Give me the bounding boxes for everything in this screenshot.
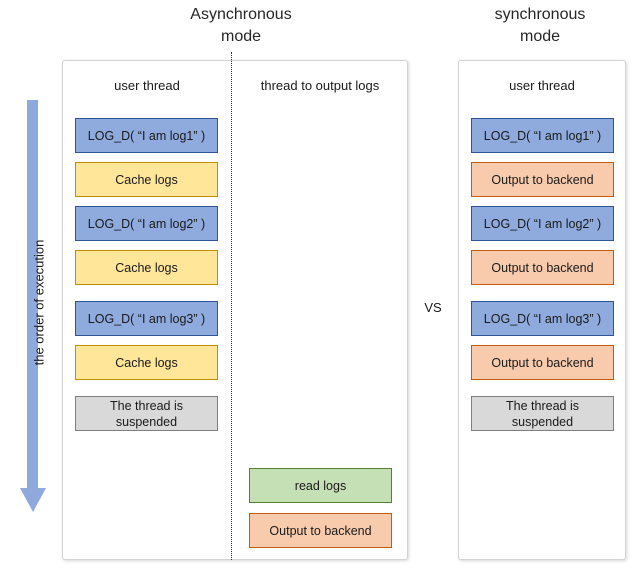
async-mode-title: Asynchronous mode: [190, 6, 292, 45]
sync-step-log2[interactable]: LOG_D( “I am log2” ): [471, 206, 614, 241]
sync-step-thread-suspended[interactable]: The thread is suspended: [471, 396, 614, 431]
async-step-output-to-backend[interactable]: Output to backend: [249, 513, 392, 548]
async-step-log1[interactable]: LOG_D( “I am log1” ): [75, 118, 218, 153]
sync-step-log3[interactable]: LOG_D( “I am log3” ): [471, 301, 614, 336]
sync-step-output-to-backend-2[interactable]: Output to backend: [471, 250, 614, 285]
async-step-log2[interactable]: LOG_D( “I am log2” ): [75, 206, 218, 241]
execution-order-arrow: the order of execution: [16, 100, 50, 514]
async-step-read-logs[interactable]: read logs: [249, 468, 392, 503]
arrow-down-icon: [20, 100, 46, 512]
async-step-cache-logs-1[interactable]: Cache logs: [75, 162, 218, 197]
thread-column-divider: [231, 52, 232, 560]
async-output-thread-header: thread to output logs: [260, 78, 380, 93]
sync-mode-title: synchronous mode: [494, 6, 586, 45]
async-step-cache-logs-2[interactable]: Cache logs: [75, 250, 218, 285]
async-step-log3[interactable]: LOG_D( “I am log3” ): [75, 301, 218, 336]
async-step-thread-suspended[interactable]: The thread is suspended: [75, 396, 218, 431]
sync-step-output-to-backend-1[interactable]: Output to backend: [471, 162, 614, 197]
async-user-thread-header: user thread: [114, 78, 180, 93]
sync-step-output-to-backend-3[interactable]: Output to backend: [471, 345, 614, 380]
versus-label: VS: [424, 300, 442, 315]
async-step-cache-logs-3[interactable]: Cache logs: [75, 345, 218, 380]
sync-user-thread-header: user thread: [509, 78, 575, 93]
execution-order-label: the order of execution: [31, 239, 47, 366]
sync-step-log1[interactable]: LOG_D( “I am log1” ): [471, 118, 614, 153]
